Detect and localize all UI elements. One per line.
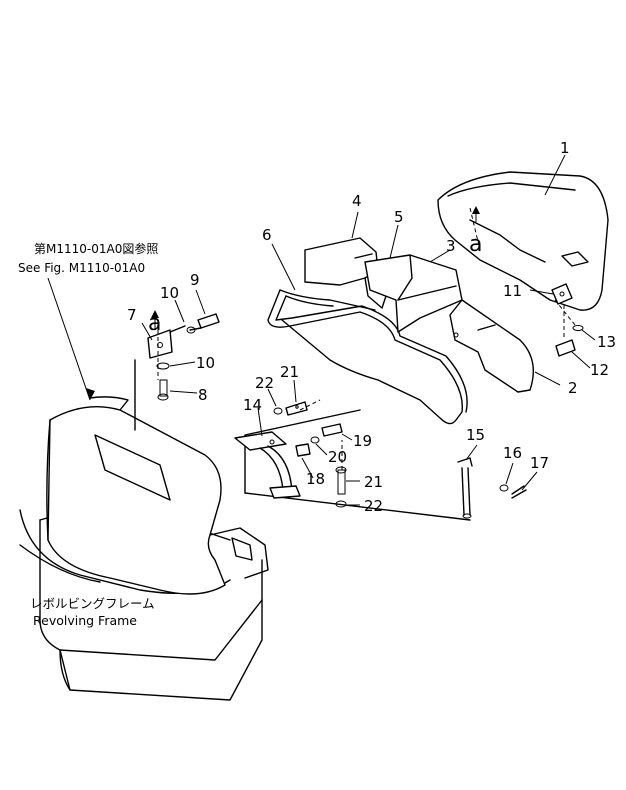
washer-22-upper [273,407,283,415]
reference-arrowhead [86,388,95,400]
part-number-2: 2 [568,379,578,397]
part-number-21-lower: 21 [364,473,383,491]
part-number-3: 3 [446,237,456,255]
leader-lines [47,154,596,506]
frame-caption-japanese: レボルビングフレーム [30,596,155,611]
reference-japanese: 第M1110-01A0図参照 [34,241,158,256]
callout-letter-right: a [469,232,482,257]
part-number-22-lower: 22 [364,497,383,515]
engine-hood [46,396,269,595]
cover-2 [449,299,534,393]
part-number-10-lower: 10 [196,354,215,372]
part-number-20: 20 [328,448,347,466]
bolt-12 [555,339,576,357]
part-number-14: 14 [243,396,262,414]
part-number-19: 19 [353,432,372,450]
pin-17 [511,485,527,499]
part-number-8: 8 [198,386,208,404]
part-number-7: 7 [127,306,137,324]
part-number-1: 1 [560,139,570,157]
part-number-16: 16 [503,444,522,462]
reference-english: See Fig. M1110-01A0 [18,261,145,275]
part-number-17: 17 [530,454,549,472]
bracket-14 [234,431,301,499]
part-number-9: 9 [190,271,200,289]
callout-a-arrowhead-left [151,310,159,318]
seal-6 [267,289,468,425]
latch-11 [551,283,573,305]
bolt-21-lower [335,466,347,495]
hinge-7 [147,325,186,359]
part-number-5: 5 [394,208,404,226]
cover-5 [364,254,463,333]
part-number-11: 11 [503,282,522,300]
bolt-9 [189,313,220,331]
washer-10-lower [156,362,170,370]
bolt-19 [321,423,343,437]
bolt-21-upper [285,401,308,416]
part-number-18: 18 [306,470,325,488]
rod-15 [457,457,473,519]
assembly-lines [157,207,576,470]
part-number-15: 15 [466,426,485,444]
nut-18 [295,443,311,457]
nut-16 [499,484,509,492]
cover-1 [437,171,609,311]
callout-a-arrowhead-right [472,206,480,214]
part-number-10-upper: 10 [160,284,179,302]
frame-caption-english: Revolving Frame [33,613,137,628]
part-number-12: 12 [590,361,609,379]
washer-22-lower [335,500,347,508]
part-number-22-upper: 22 [255,374,274,392]
washer-13 [572,325,584,331]
part-number-6: 6 [262,226,272,244]
callout-letter-left: a [148,311,161,336]
part-number-4: 4 [352,192,362,210]
cover-4 [304,237,389,309]
washer-10-upper [186,326,196,334]
bolt-8 [157,379,169,401]
part-number-21-upper: 21 [280,363,299,381]
part-number-13: 13 [597,333,616,351]
washer-20 [310,436,320,444]
